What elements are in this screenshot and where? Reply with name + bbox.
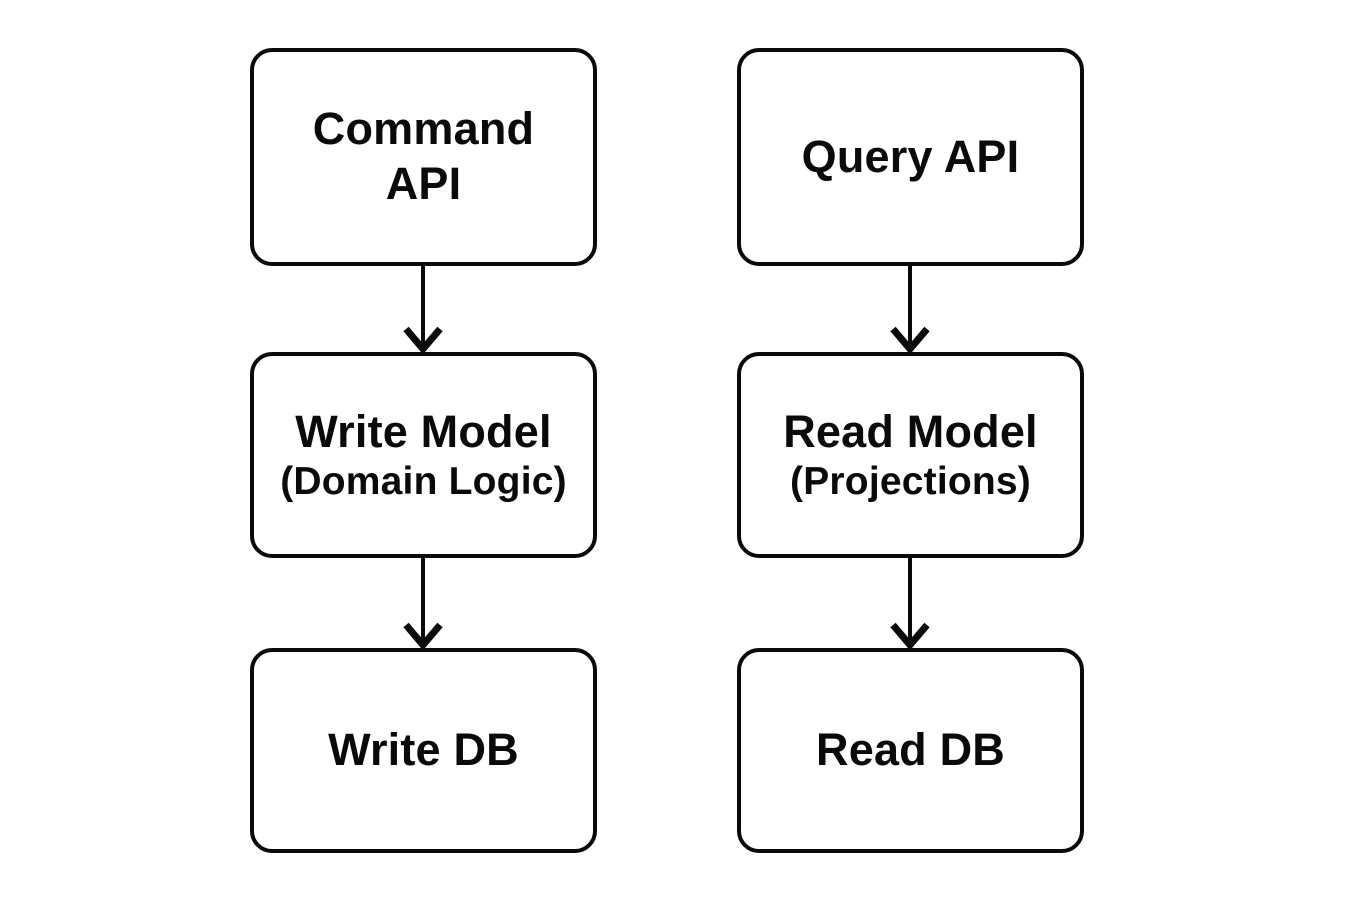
node-command-api: Command API [250, 48, 597, 266]
node-title: Command API [312, 103, 535, 209]
node-title: Read DB [816, 724, 1005, 776]
node-subtitle: (Projections) [790, 460, 1031, 504]
node-title: Query API [801, 130, 1020, 182]
node-write-db: Write DB [250, 648, 597, 853]
node-title: Write Model [295, 405, 552, 457]
node-write-model: Write Model (Domain Logic) [250, 352, 597, 558]
arrow-command-api-to-write-model [401, 266, 445, 352]
node-title: Write DB [328, 724, 519, 776]
arrow-query-api-to-read-model [888, 266, 932, 352]
node-query-api: Query API [737, 48, 1084, 266]
node-read-db: Read DB [737, 648, 1084, 853]
node-subtitle: (Domain Logic) [280, 460, 567, 504]
node-title: Read Model [783, 405, 1038, 457]
arrow-read-model-to-read-db [888, 558, 932, 648]
node-read-model: Read Model (Projections) [737, 352, 1084, 558]
arrow-write-model-to-write-db [401, 558, 445, 648]
